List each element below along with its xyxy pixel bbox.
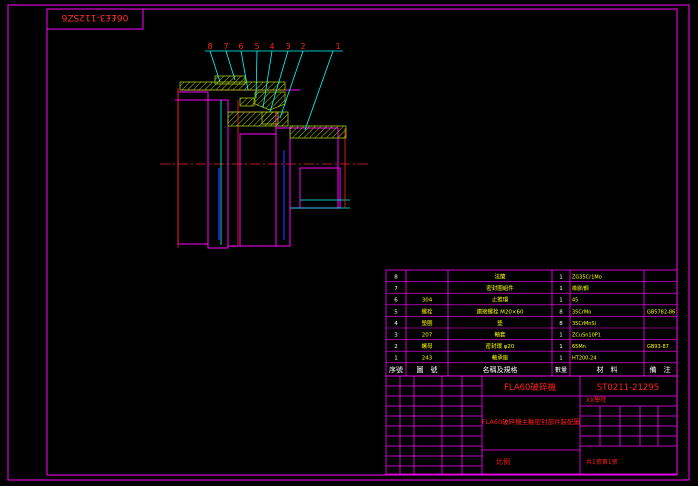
bom-cell-no: 4 xyxy=(394,321,398,327)
bom-header-qty: 數量 xyxy=(555,366,567,374)
bom-cell-no: 8 xyxy=(394,275,398,281)
title-drawing-number: ST0211-21295 xyxy=(597,383,659,393)
bom-cell-material: HT200-24 xyxy=(572,356,597,362)
bom-cell-material: 65Mn xyxy=(572,344,586,350)
bom-cell-name: 軸承座 xyxy=(492,354,509,362)
bom-header-material: 材 料 xyxy=(597,365,618,374)
bom-cell-material: 45 xyxy=(572,298,578,304)
bom-cell-name: 止推環 xyxy=(492,296,509,304)
sheet-frame xyxy=(7,4,690,481)
bom-cell-no: 5 xyxy=(394,309,398,315)
bom-cell-code: 墊圈 xyxy=(421,319,433,327)
bom-cell-qty: 1 xyxy=(559,275,563,281)
title-block xyxy=(385,375,678,475)
bom-cell-code: 螺栓 xyxy=(421,307,433,315)
bom-cell-qty: 1 xyxy=(559,333,563,339)
bom-header-code: 圖 號 xyxy=(417,365,438,374)
bom-cell-qty: 8 xyxy=(559,321,563,327)
rotated-stamp: 06££3-112SZ6 xyxy=(61,12,128,22)
bom-cell-name: 法蘭 xyxy=(494,273,506,281)
bom-cell-material: 35CrMnSi xyxy=(572,321,596,327)
bom-cell-qty: 1 xyxy=(559,344,563,350)
balloon-2: 2 xyxy=(300,42,305,51)
bom-cell-name: 墊 xyxy=(497,319,503,327)
bom-header-remark: 備 注 xyxy=(650,365,671,374)
title-school: XX學院 xyxy=(586,396,606,404)
balloon-7: 7 xyxy=(223,42,228,51)
bom-cell-qty: 1 xyxy=(559,286,563,292)
balloon-1: 1 xyxy=(335,42,340,51)
bom-cell-qty: 1 xyxy=(559,298,563,304)
bom-header-name: 名稱及規格 xyxy=(483,365,518,374)
bom-cell-material: 35CrMo xyxy=(572,309,591,315)
bom-cell-code: 243 xyxy=(422,356,433,362)
balloon-5: 5 xyxy=(254,42,259,51)
bom-cell-name: 連接螺栓 M20×60 xyxy=(476,307,524,315)
bom-table: 8 法蘭 1 ZG35Cr1Mo 7 密封圈組件 1 橡膠/鋼 6 304 止推環 1 45 5 螺栓 連接螺… xyxy=(385,269,678,377)
bom-cell-no: 6 xyxy=(394,298,398,304)
title-project: FLA60破碎機 xyxy=(504,382,556,393)
bom-cell-remark: GB5782-86 xyxy=(647,309,675,315)
bom-cell-material: ZCuSn10P1 xyxy=(572,333,601,339)
bom-cell-code: 207 xyxy=(422,333,433,339)
bom-cell-material: 橡膠/鋼 xyxy=(572,285,589,292)
bom-cell-no: 7 xyxy=(394,286,398,292)
bom-cell-no: 3 xyxy=(394,333,398,339)
balloon-6: 6 xyxy=(238,42,243,51)
bom-cell-no: 1 xyxy=(394,356,398,362)
title-scale-label: 比例 xyxy=(496,457,510,466)
bom-cell-material: ZG35Cr1Mo xyxy=(572,275,602,281)
bom-cell-qty: 1 xyxy=(559,356,563,362)
bom-cell-remark: GB93-87 xyxy=(647,344,669,350)
bom-cell-code: 螺母 xyxy=(421,342,433,350)
balloon-8: 8 xyxy=(207,42,212,51)
title-drawing-title: FLA60破碎機主軸密封部件裝配圖 xyxy=(482,417,580,426)
balloon-3: 3 xyxy=(285,42,290,51)
bom-cell-no: 2 xyxy=(394,344,398,350)
balloon-numbers: 8 7 6 5 4 3 2 1 xyxy=(207,42,340,51)
bom-cell-code: 304 xyxy=(422,298,433,304)
bom-cell-name: 密封環 φ20 xyxy=(486,342,515,350)
balloon-4: 4 xyxy=(269,42,274,51)
bom-cell-qty: 8 xyxy=(559,309,563,315)
bom-cell-name: 密封圈組件 xyxy=(486,284,514,292)
assembly-view: 8 7 6 5 4 3 2 1 xyxy=(160,42,368,249)
title-sheet: 共1張第1張 xyxy=(586,458,618,466)
bom-header-no: 序號 xyxy=(389,365,403,374)
bom-cell-name: 軸套 xyxy=(494,331,506,339)
